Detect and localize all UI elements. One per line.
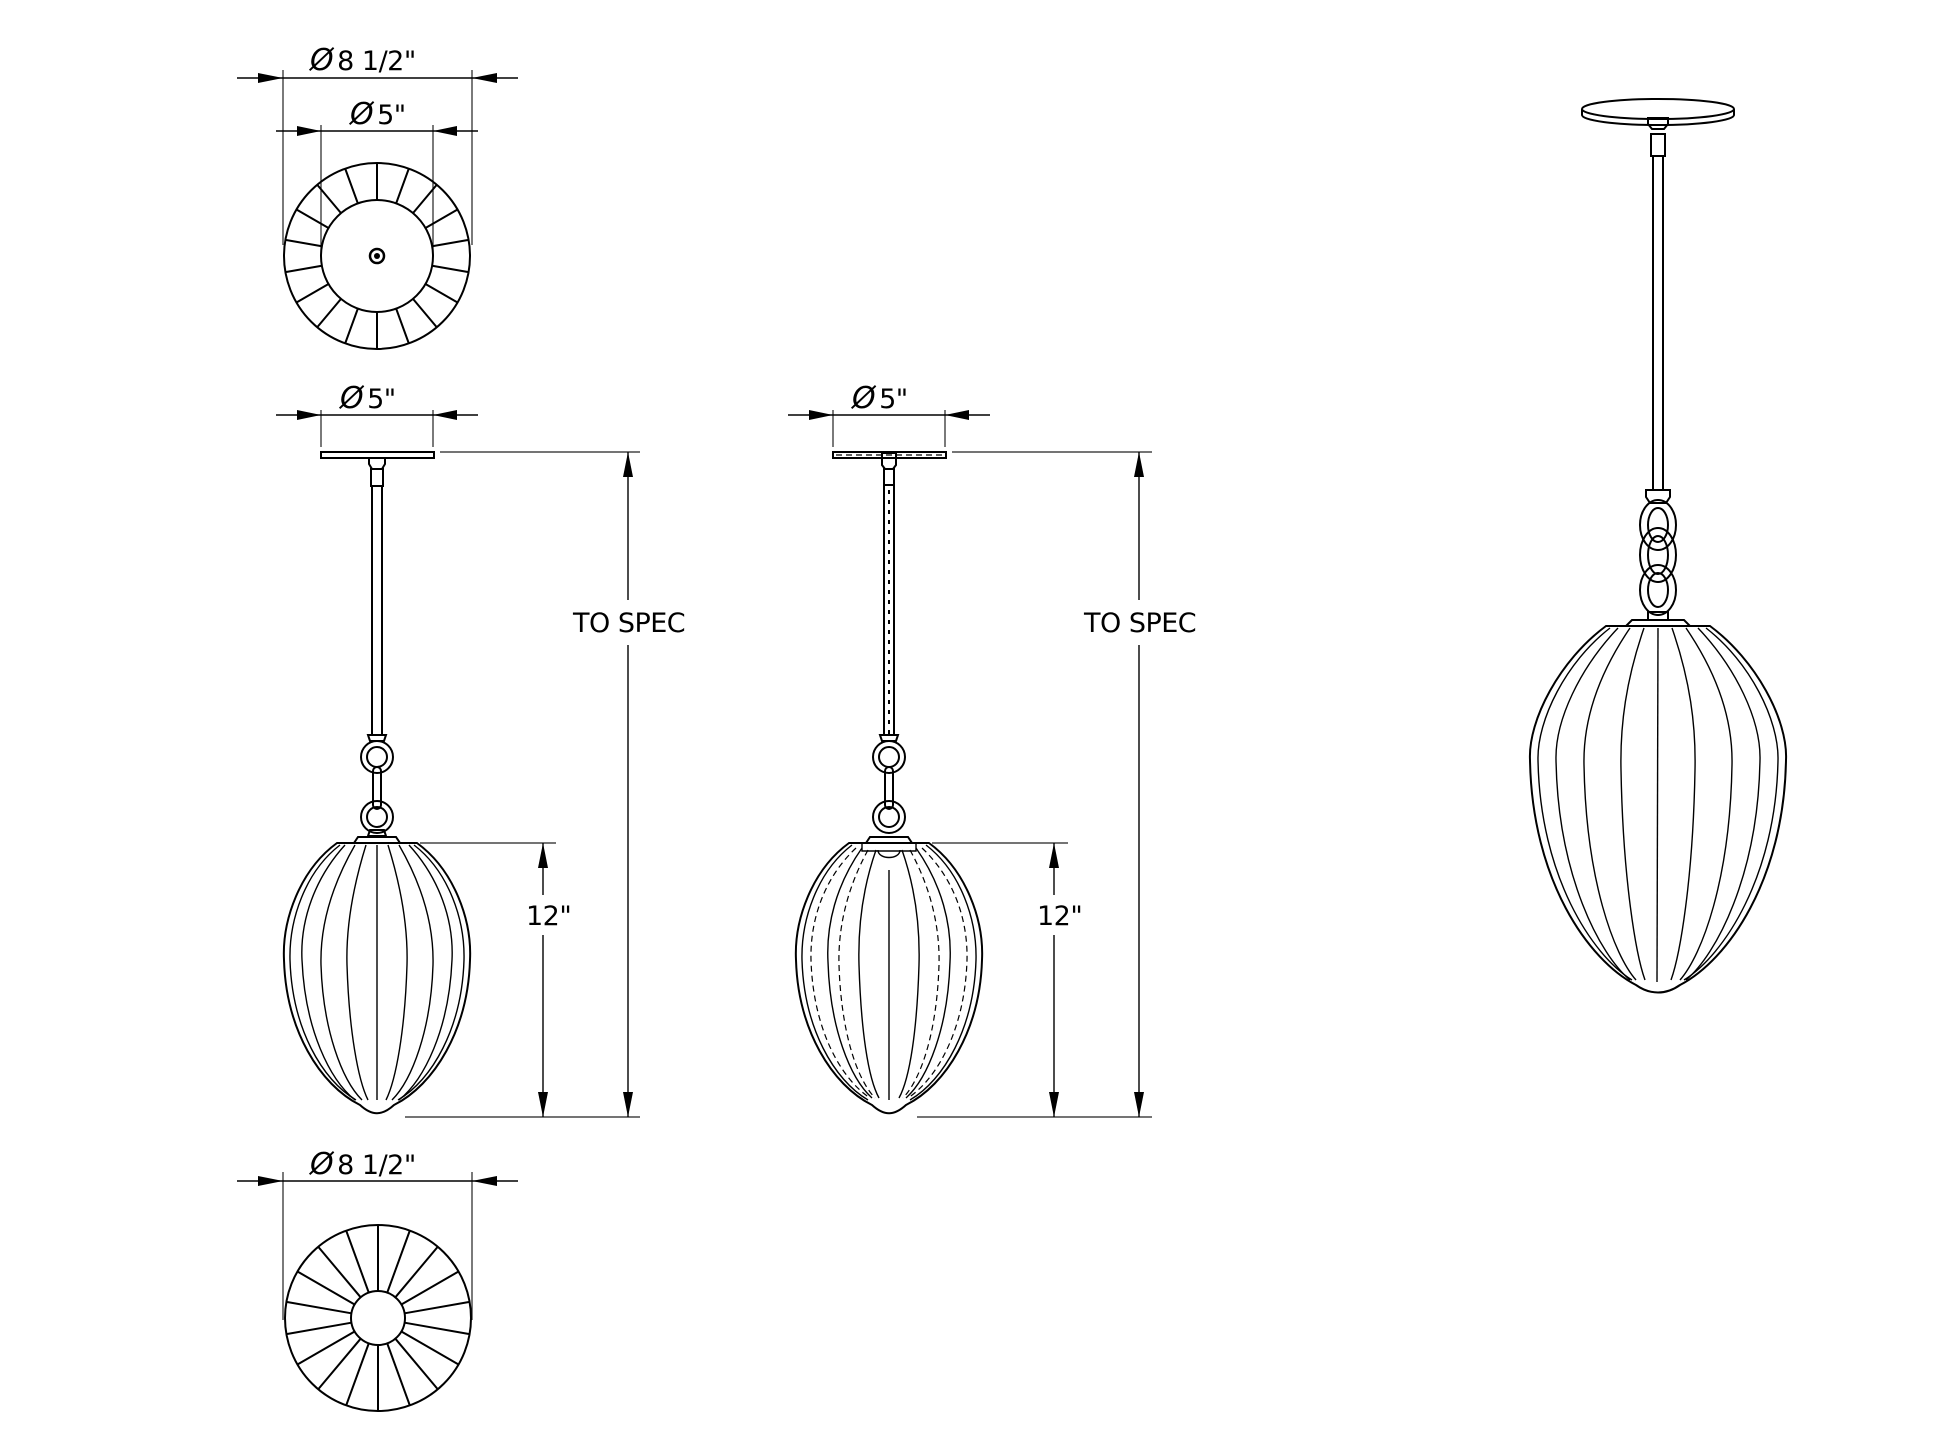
top-view <box>237 70 518 350</box>
diameter-symbol-icon: Ø <box>350 97 374 132</box>
section-view-shade-height-label: 12" <box>1037 901 1083 932</box>
front-view <box>276 410 640 1118</box>
iso-view <box>1528 98 1788 994</box>
bottom-view <box>237 1172 518 1412</box>
diameter-symbol-icon: Ø <box>340 381 364 416</box>
section-view <box>788 410 1152 1118</box>
diameter-symbol-icon: Ø <box>852 381 876 416</box>
front-view-overall-length-label: TO SPEC <box>573 608 686 639</box>
diameter-symbol-icon: Ø <box>310 43 334 78</box>
diameter-symbol-icon: Ø <box>310 1147 334 1182</box>
section-view-overall-length-label: TO SPEC <box>1084 608 1197 639</box>
front-view-shade-height-label: 12" <box>526 901 572 932</box>
